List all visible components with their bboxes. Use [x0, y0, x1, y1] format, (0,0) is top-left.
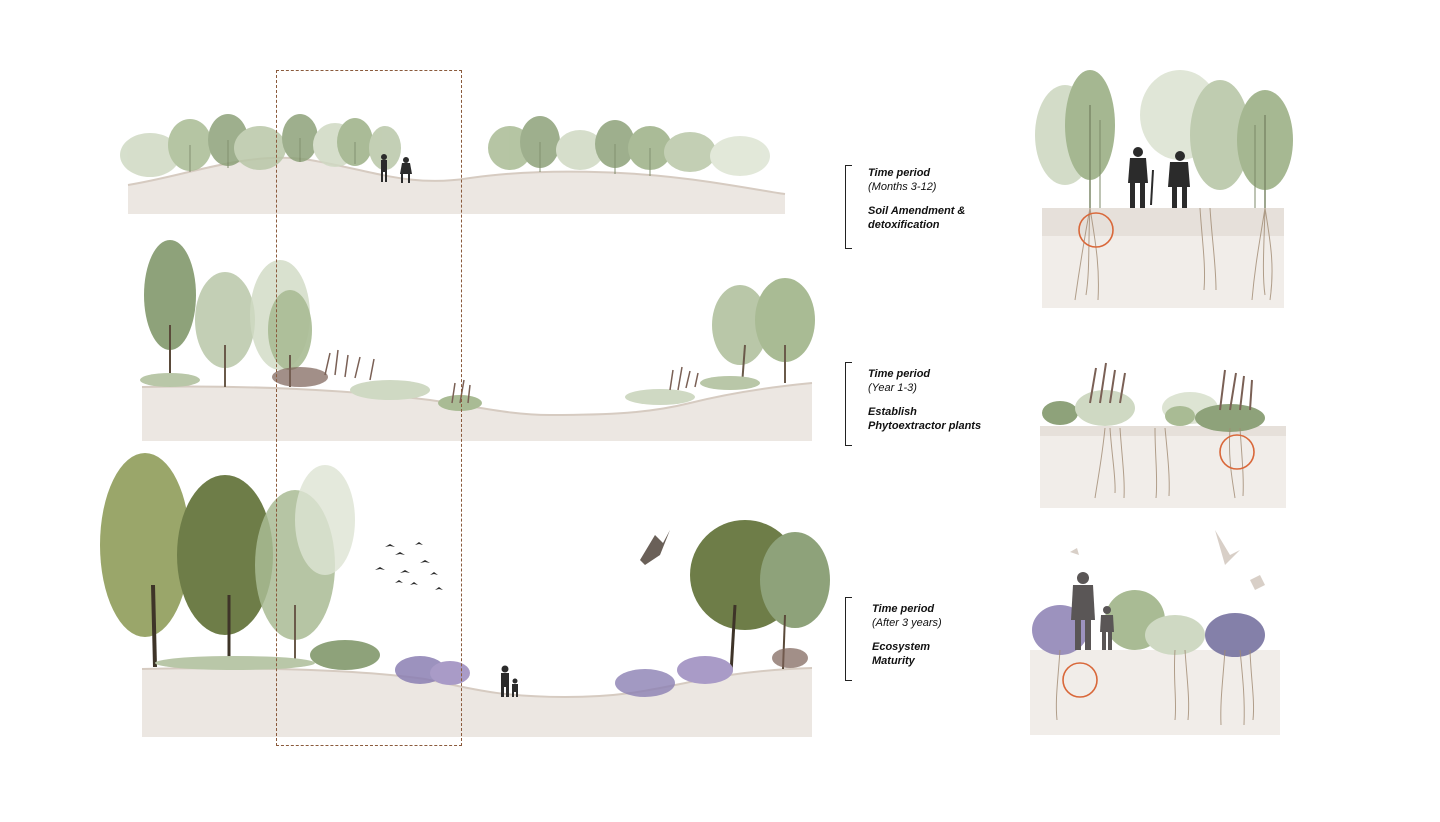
detail-3-birds	[1070, 530, 1265, 590]
detail-2-roots	[1094, 427, 1244, 499]
phase-1-description-line1: Soil Amendment &	[868, 205, 966, 217]
detail-3-people	[1071, 572, 1114, 650]
phase-1-bracket	[845, 165, 854, 249]
phase-2-period: (Year 1-3)	[868, 382, 917, 394]
phase-1-label: Time period (Months 3-12) Soil Amendment…	[868, 166, 965, 232]
detail-3-highlight-circle	[1062, 662, 1098, 698]
detail-3-plants	[1032, 590, 1265, 657]
phase-3-description-line2: Maturity	[872, 655, 915, 667]
phase-1-period: (Months 3-12)	[868, 181, 937, 193]
detail-1-highlight-circle	[1078, 212, 1114, 248]
section-1-workers	[381, 154, 412, 183]
detail-3-ecosystem-roots	[1030, 530, 1280, 735]
detail-1-bamboo	[1035, 70, 1293, 208]
highlight-frame	[276, 70, 462, 746]
detail-3-soil	[1030, 650, 1280, 735]
section-1-landscape	[120, 114, 786, 214]
detail-1-bamboo-roots	[1035, 70, 1293, 308]
hawk-silhouette	[640, 530, 670, 565]
section-2-trees-right	[625, 278, 815, 405]
detail-2-soil	[1040, 426, 1286, 508]
phase-2-description-line2: Phytoextractor plants	[868, 420, 982, 432]
section-1-bamboo-left	[120, 114, 401, 177]
section-2-grasses-left	[140, 349, 482, 411]
phase-2-description-line1: Establish	[868, 406, 917, 418]
phase-2-time-label: Time period	[868, 368, 931, 380]
section-3-shrubs-left	[155, 640, 470, 685]
section-3-trees-left	[100, 453, 355, 668]
phase-3-time-label: Time period	[872, 603, 935, 615]
section-2-ground	[142, 383, 812, 441]
detail-2-highlight-circle	[1219, 434, 1255, 470]
section-3-landscape	[100, 453, 830, 737]
phase-3-bracket	[845, 597, 854, 681]
phase-3-period: (After 3 years)	[872, 617, 942, 629]
birds-flock	[375, 542, 443, 590]
section-3-people	[501, 665, 518, 697]
phase-2-bracket	[845, 362, 854, 446]
section-2-landscape	[140, 240, 815, 441]
phase-3-label: Time period (After 3 years) Ecosystem Ma…	[872, 602, 942, 668]
detail-3-roots	[1055, 649, 1255, 726]
section-3-trees-right	[615, 520, 830, 697]
phase-1-description-line2: detoxification	[868, 219, 940, 231]
phase-1-time-label: Time period	[868, 167, 931, 179]
section-2-trees-left	[144, 240, 312, 387]
detail-2-grass-roots	[1040, 362, 1286, 508]
detail-1-roots	[1074, 207, 1273, 301]
detail-1-workers	[1128, 147, 1190, 208]
detail-2-grasses	[1042, 362, 1265, 432]
section-1-ground	[128, 157, 785, 214]
section-1-bamboo-right	[488, 116, 770, 176]
section-3-ground	[142, 668, 812, 737]
phase-2-label: Time period (Year 1-3) Establish Phytoex…	[868, 367, 981, 433]
phase-3-description-line1: Ecosystem	[872, 641, 931, 653]
